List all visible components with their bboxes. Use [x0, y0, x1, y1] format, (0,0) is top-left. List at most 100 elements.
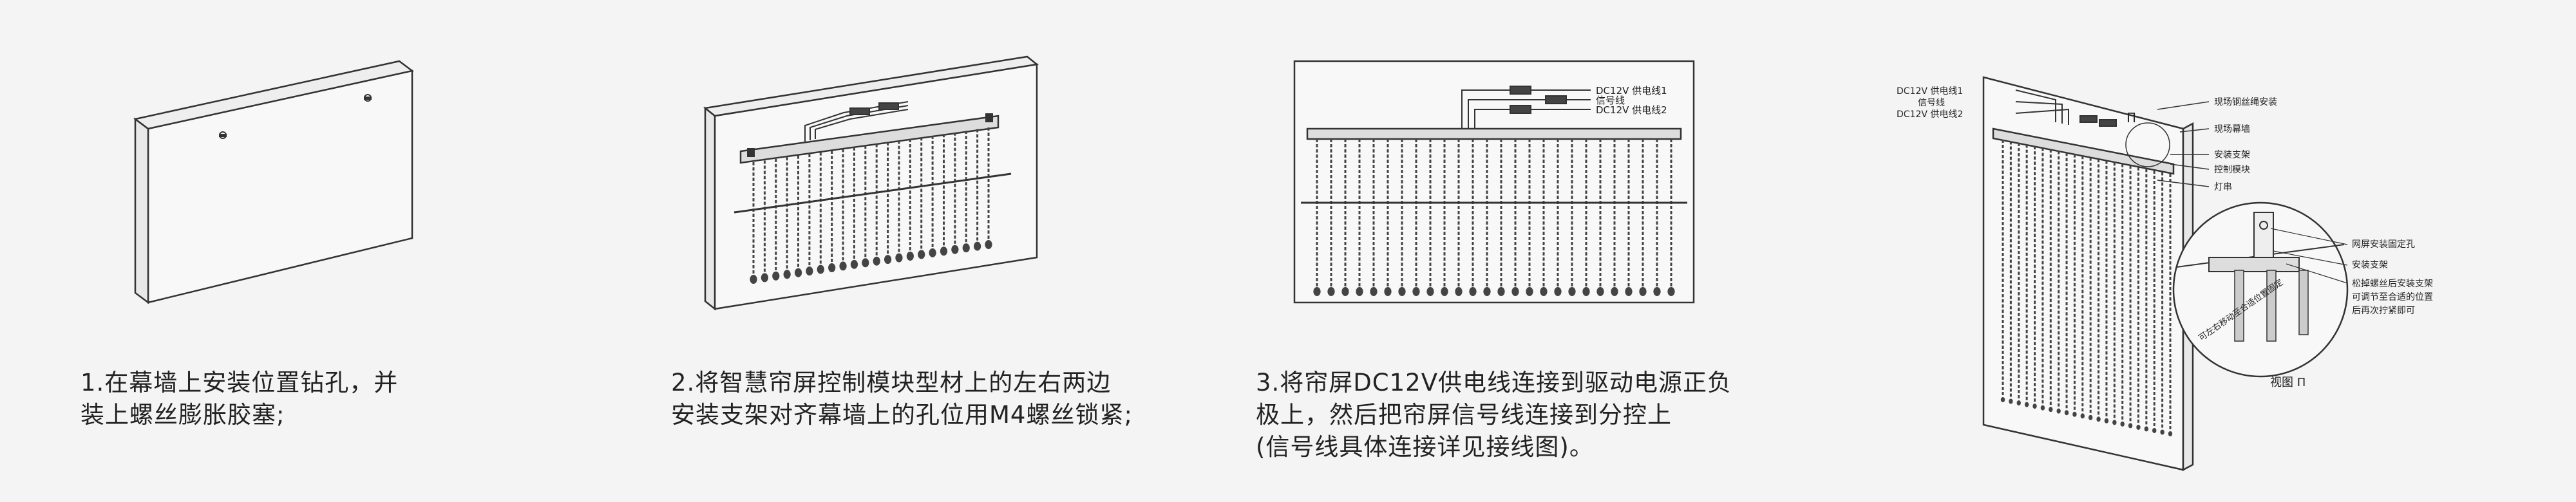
wall-top-edge [133, 60, 414, 130]
light-bead [1426, 287, 1434, 296]
label-steel-wire: 现场钢丝绳安装 [2214, 97, 2277, 107]
light-string [794, 155, 802, 277]
light-string [940, 134, 948, 256]
light-bead [1611, 287, 1618, 296]
light-string [2080, 156, 2085, 419]
light-bead [1455, 287, 1463, 296]
light-string [2144, 169, 2149, 432]
light-bead [940, 246, 948, 256]
light-bead [1639, 287, 1647, 296]
light-bead [839, 261, 847, 271]
wall-top-edge [703, 55, 1039, 117]
light-string [1327, 139, 1335, 296]
step-3-caption-line-3: (信号线具体连接详见接线图)。 [1256, 433, 1594, 461]
light-string [895, 140, 903, 263]
light-bead [1554, 287, 1562, 296]
light-string [873, 144, 880, 266]
light-bead [2072, 411, 2077, 417]
light-string [2120, 163, 2125, 427]
light-bead [1511, 287, 1519, 296]
light-string [2096, 159, 2101, 422]
light-string [839, 149, 847, 271]
light-string [2032, 146, 2037, 409]
light-string [1455, 139, 1463, 296]
light-bead [2120, 421, 2125, 427]
light-string [1639, 139, 1647, 296]
light-bead [1384, 287, 1392, 296]
detail-marker-circle [2125, 122, 2170, 167]
step-3-caption: 3.将帘屏DC12V供电线连接到驱动电源正负极上，然后把帘屏信号线连接到分控上(… [1256, 367, 1732, 463]
light-string [1441, 139, 1448, 296]
light-bead [895, 253, 903, 263]
light-bead [2064, 410, 2069, 416]
label-view: 视图 Π [2270, 376, 2306, 389]
light-bead [1625, 287, 1633, 296]
light-bead [2160, 429, 2164, 435]
light-bead [1582, 287, 1590, 296]
wall-left-side [134, 117, 149, 304]
light-bead [2136, 424, 2141, 430]
light-bead [2144, 426, 2149, 432]
light-bead [817, 265, 824, 274]
light-bead [2080, 413, 2085, 419]
light-bead [929, 248, 936, 257]
supply-wires [2015, 89, 2117, 127]
light-bead [951, 245, 959, 254]
light-bead [2049, 407, 2053, 413]
label-control-module: 控制模块 [2214, 165, 2250, 175]
step-1-caption-line-2: 装上螺丝膨胀胶塞; [80, 401, 285, 429]
control-module-bar [1992, 127, 2175, 175]
light-bead [985, 240, 992, 249]
light-bead [962, 243, 970, 253]
light-bead [2096, 416, 2101, 422]
light-string [1398, 139, 1406, 296]
light-string [1596, 139, 1604, 296]
step-2-caption-line-2: 安装支架对齐幕墙上的孔位用M4螺丝锁紧; [671, 401, 1133, 429]
light-string [2168, 174, 2173, 436]
light-string [2088, 157, 2093, 420]
step-2-panel: 2.将智慧帘屏控制模块型材上的左右两边安装支架对齐幕墙上的孔位用M4螺丝锁紧; [644, 0, 1288, 502]
light-string [1568, 139, 1576, 296]
light-bead [2112, 420, 2117, 425]
supply-wires [1461, 86, 1591, 129]
light-string [2049, 149, 2053, 413]
light-string [884, 142, 892, 265]
step-2-curtain-figure [703, 55, 1039, 311]
light-string [761, 160, 768, 283]
label-bracket: 安装支架 [2214, 150, 2250, 160]
step-3-caption-line-1: 3.将帘屏DC12V供电线连接到驱动电源正负 [1256, 369, 1732, 396]
light-string [1625, 139, 1633, 296]
light-bead [1653, 287, 1661, 296]
light-bead [850, 259, 858, 269]
light-string [817, 152, 824, 274]
label-adjust-2: 可调节至合适的位置 [2352, 292, 2433, 302]
light-string [1384, 139, 1392, 296]
light-bead [1526, 287, 1533, 296]
light-string [806, 154, 813, 276]
light-string [2152, 170, 2157, 433]
light-string [1483, 139, 1491, 296]
light-bead [750, 275, 757, 284]
detail-marker-label: Π [2126, 110, 2136, 126]
label-adjust-1: 松掉螺丝后安装支架 [2352, 279, 2433, 289]
light-bead [828, 263, 836, 272]
light-bead [2009, 398, 2013, 404]
light-bead [2056, 408, 2061, 414]
light-bead [2128, 423, 2133, 429]
light-string [985, 127, 992, 249]
light-bead [884, 255, 892, 265]
steel-wire [734, 172, 1012, 214]
light-string [918, 137, 925, 259]
label-signal: 信号线 [1596, 95, 1625, 106]
light-bead [918, 250, 925, 259]
wall-left-side [704, 106, 716, 311]
light-string [850, 147, 858, 269]
light-bead [1398, 287, 1406, 296]
label-screen-hole: 网屏安装固定孔 [2352, 239, 2415, 250]
light-string [750, 162, 757, 284]
label-signal: 信号线 [1918, 98, 1945, 108]
light-bead [2168, 431, 2173, 436]
light-bead [1540, 287, 1548, 296]
light-bead [873, 256, 880, 266]
light-bead [1313, 287, 1321, 296]
